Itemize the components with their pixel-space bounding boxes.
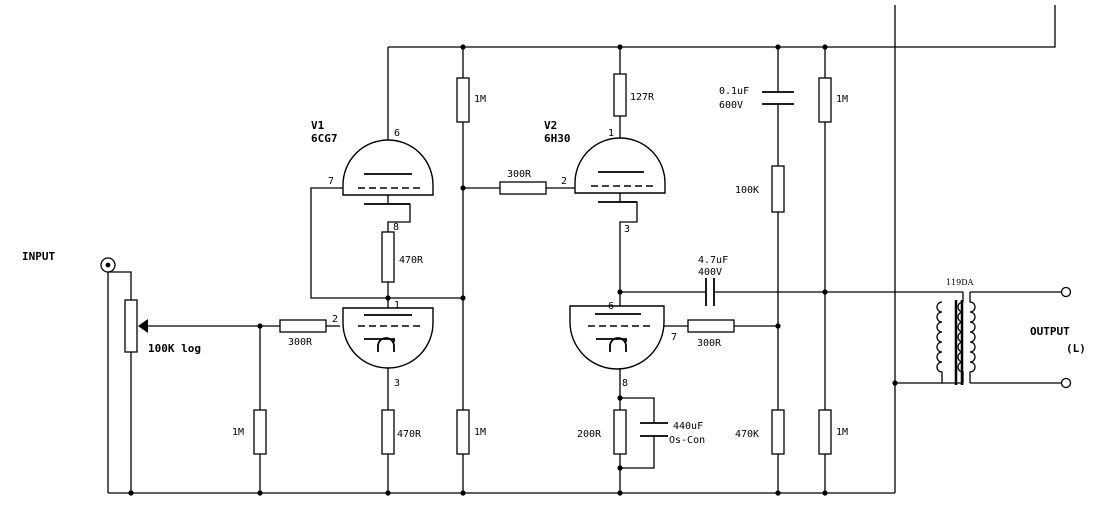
resistor-input-shunt: [253, 409, 267, 455]
output-terminals: [1060, 286, 1072, 389]
label-input-series: 300R: [288, 337, 313, 348]
label-output-top: 1M: [836, 94, 848, 105]
resistor-v2-cathode: [613, 409, 627, 455]
pot-label: 100K log: [148, 342, 201, 355]
label-divider-bottom: 470K: [735, 429, 759, 440]
resistor-divider-bottom: [771, 409, 785, 455]
v2-type: 6H30: [544, 132, 571, 145]
volume-potentiometer: [124, 299, 148, 353]
resistor-output-top: [818, 77, 832, 123]
v2-pin-2: 2: [561, 176, 567, 187]
label-1m-bottom: 1M: [474, 427, 486, 438]
v1-pin-2: 2: [332, 314, 338, 325]
label-bypass-cap-type: Os-Con: [669, 435, 705, 446]
label-supply-cap-volt: 600V: [719, 100, 743, 111]
input-jack: [100, 257, 116, 273]
v2-name: V2: [544, 119, 557, 132]
resistor-1m-bottom: [456, 409, 470, 455]
wires: [107, 5, 1062, 494]
tube-v2-lower: [569, 305, 665, 378]
resistor-1m-top: [456, 77, 470, 123]
output-channel: (L): [1066, 342, 1086, 355]
label-divider-top: 100K: [735, 185, 759, 196]
label-supply-cap-val: 0.1uF: [719, 86, 749, 97]
labels: INPUT 100K log V1 6CG7 6 7 8 1 2 3 470R …: [22, 86, 1086, 446]
v1-pin-3: 3: [394, 378, 400, 389]
junction-dots: [128, 44, 898, 496]
resistor-output-bottom: [818, 409, 832, 455]
v1-pin-8: 8: [393, 222, 399, 233]
label-1m-top: 1M: [474, 94, 486, 105]
v2-pin-6: 6: [608, 301, 614, 312]
resistor-v1-cathode: [381, 409, 395, 455]
tube-v1-upper: [342, 139, 434, 205]
label-v2-plate-res: 127R: [630, 92, 655, 103]
v2-pin-3: 3: [624, 224, 630, 235]
capacitor-cathode-bypass: [640, 422, 668, 437]
resistor-v1-mid: [381, 231, 395, 283]
tube-v2-upper: [574, 137, 666, 203]
transformer-label: 119DA: [946, 278, 974, 287]
label-out-cap-volt: 400V: [698, 267, 722, 278]
resistor-input-series: [279, 319, 327, 333]
capacitor-output: [705, 278, 715, 306]
v1-type: 6CG7: [311, 132, 338, 145]
v1-pin-1: 1: [394, 300, 400, 311]
v2-pin-8: 8: [622, 378, 628, 389]
label-v2-cathode-res: 200R: [577, 429, 602, 440]
label-v2-grid-res: 300R: [507, 169, 532, 180]
resistor-divider-top: [771, 165, 785, 213]
resistor-v2-grid2: [687, 319, 735, 333]
output-transformer: [936, 292, 976, 385]
v1-pin-7: 7: [328, 176, 334, 187]
label-v1-mid-res: 470R: [399, 255, 424, 266]
v2-pin-1: 1: [608, 128, 614, 139]
v1-name: V1: [311, 119, 325, 132]
resistors: [253, 73, 832, 455]
output-label: OUTPUT: [1030, 325, 1070, 338]
label-bypass-cap-val: 440uF: [673, 421, 703, 432]
resistor-v2-plate: [613, 73, 627, 117]
input-label: INPUT: [22, 250, 55, 263]
label-input-shunt: 1M: [232, 427, 244, 438]
label-output-bottom: 1M: [836, 427, 848, 438]
label-out-cap-val: 4.7uF: [698, 255, 728, 266]
resistor-v2-grid: [499, 181, 547, 195]
v2-pin-7: 7: [671, 332, 677, 343]
capacitor-supply: [762, 91, 794, 105]
v1-pin-6: 6: [394, 128, 400, 139]
label-v1-cathode: 470R: [397, 429, 422, 440]
tube-v1-lower: [342, 307, 434, 380]
label-v2-grid2-res: 300R: [697, 338, 722, 349]
capacitors: [640, 91, 794, 437]
